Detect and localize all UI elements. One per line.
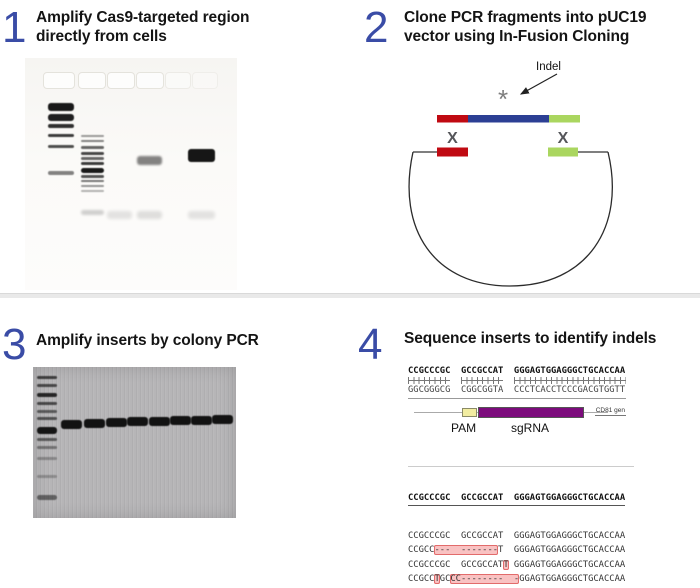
gel-band (149, 417, 170, 426)
gel-band (81, 157, 104, 160)
gel-band (81, 210, 104, 215)
gel-band (170, 416, 191, 425)
gel-band (106, 418, 127, 427)
gel-band (81, 175, 104, 178)
gel-band (37, 393, 57, 397)
gel-band (48, 134, 74, 137)
fragment-insert (468, 115, 549, 123)
bottom-strand-sequence: GGCGGGCG CGGCGGTA CCCTCACCTCCCGACGTGGTT (408, 385, 626, 395)
gel-band (48, 124, 74, 128)
vector-homology-right (548, 147, 578, 157)
gel-band (37, 446, 57, 449)
indel-highlight: T (434, 573, 440, 584)
indel-alignment-panel: CCGCCCGC GCCGCCAT GGGAGTGGAGGGCTGCACCAA … (408, 466, 634, 588)
sgrna-label: sgRNA (511, 421, 550, 435)
gel-band (81, 185, 104, 187)
gel-band (81, 135, 104, 137)
step1-number: 1 (2, 3, 27, 52)
gene-label: CD81 gen (594, 407, 626, 416)
gel-band (48, 145, 74, 148)
step3-title: Amplify inserts by colony PCR (36, 332, 259, 349)
gel-band (48, 103, 74, 111)
gel-band (37, 410, 57, 413)
gel-band (81, 140, 104, 142)
sgrna-box (478, 407, 584, 418)
sequence-chromatogram-panel: CCGCCCGC GCCGCCAT GGGAGTGGAGGGCTGCACCAA … (408, 366, 634, 417)
gel-band (37, 457, 57, 460)
indel-highlight: T (503, 559, 509, 570)
gel-band (37, 495, 57, 500)
gel-band (37, 427, 57, 434)
fragment-homology-right (549, 115, 580, 123)
gel-band (37, 402, 57, 405)
gel-well (107, 72, 135, 89)
step3-number: 3 (2, 320, 27, 369)
gel-band (188, 149, 215, 162)
gel-well (136, 72, 164, 89)
step2-number: 2 (364, 3, 389, 52)
gel-band (137, 156, 162, 165)
gel-band (37, 417, 57, 420)
gel-well (78, 72, 106, 89)
recombination-x-left: X (447, 130, 458, 147)
row-divider (0, 293, 700, 298)
pcr-fragment-bar (437, 115, 580, 123)
top-strand-sequence: CCGCCCGC GCCGCCAT GGGAGTGGAGGGCTGCACCAA (408, 366, 626, 376)
alignment-clone-row: CCGCC--- -------T GGGAGTGGAGGGCTGCACCAA (408, 545, 626, 556)
gel-well (165, 72, 191, 89)
indel-highlight: CC-------- - (450, 573, 520, 584)
alignment-reference-row: CCGCCCGC GCCGCCAT GGGAGTGGAGGGCTGCACCAA (408, 493, 626, 506)
gel-well (192, 72, 218, 89)
gel-band (81, 180, 104, 182)
gel-band (81, 162, 104, 165)
gel-band (212, 415, 233, 424)
pam-label: PAM (451, 421, 477, 435)
gel-band (61, 420, 82, 429)
sequence-ruler-ticks (408, 377, 634, 384)
indel-highlight: --- ------- (434, 545, 499, 556)
gel-band (48, 171, 74, 175)
indel-label: Indel (536, 61, 561, 73)
pam-box (462, 408, 477, 417)
gel-band (84, 419, 105, 428)
fragment-homology-left (437, 115, 468, 123)
alignment-clone-row: CCGCCTGCCC-------- -GGAGTGGAGGGCTGCACCAA (408, 573, 626, 584)
alignment-clone-row: CCGCCCGC GCCGCCATT GGGAGTGGAGGGCTGCACCAA (408, 559, 626, 570)
step1-title: Amplify Cas9-targeted region directly fr… (36, 9, 250, 45)
gel-band (137, 211, 162, 219)
recombination-x-right: X (558, 130, 569, 147)
vector-homology-left (437, 147, 468, 157)
gel-well (43, 72, 75, 89)
alignment-rows: CCGCCCGC GCCGCCAT GGGAGTGGAGGGCTGCACCAA C… (408, 531, 634, 588)
gel-band (107, 211, 132, 219)
step2-title: Clone PCR fragments into pUC19 vector us… (404, 9, 647, 45)
gel-band (48, 114, 74, 121)
gel-band (188, 211, 215, 219)
gel-band (37, 438, 57, 441)
mutation-asterisk: * (498, 84, 508, 114)
gel-image-pcr-from-cells (25, 58, 237, 290)
cloning-diagram: Indel * X X (408, 61, 613, 287)
vector-backbone-arc (408, 151, 613, 287)
gel-band (81, 168, 104, 173)
gene-track-line: CD81 gen (408, 398, 626, 417)
gel-band (191, 416, 212, 425)
alignment-clone-row: CCGCCCGC GCCGCCAT GGGAGTGGAGGGCTGCACCAA (408, 531, 626, 541)
step4-number: 4 (358, 320, 383, 369)
gel-band (81, 190, 104, 192)
gel-image-colony-pcr (33, 367, 236, 518)
gel-band (37, 475, 57, 478)
gel-band (37, 376, 57, 379)
step4-title: Sequence inserts to identify indels (404, 330, 657, 347)
gel-band (81, 146, 104, 149)
gel-band (127, 417, 148, 426)
gel-band (37, 384, 57, 387)
gel-band (81, 152, 104, 155)
indel-arrow-icon (519, 73, 558, 95)
